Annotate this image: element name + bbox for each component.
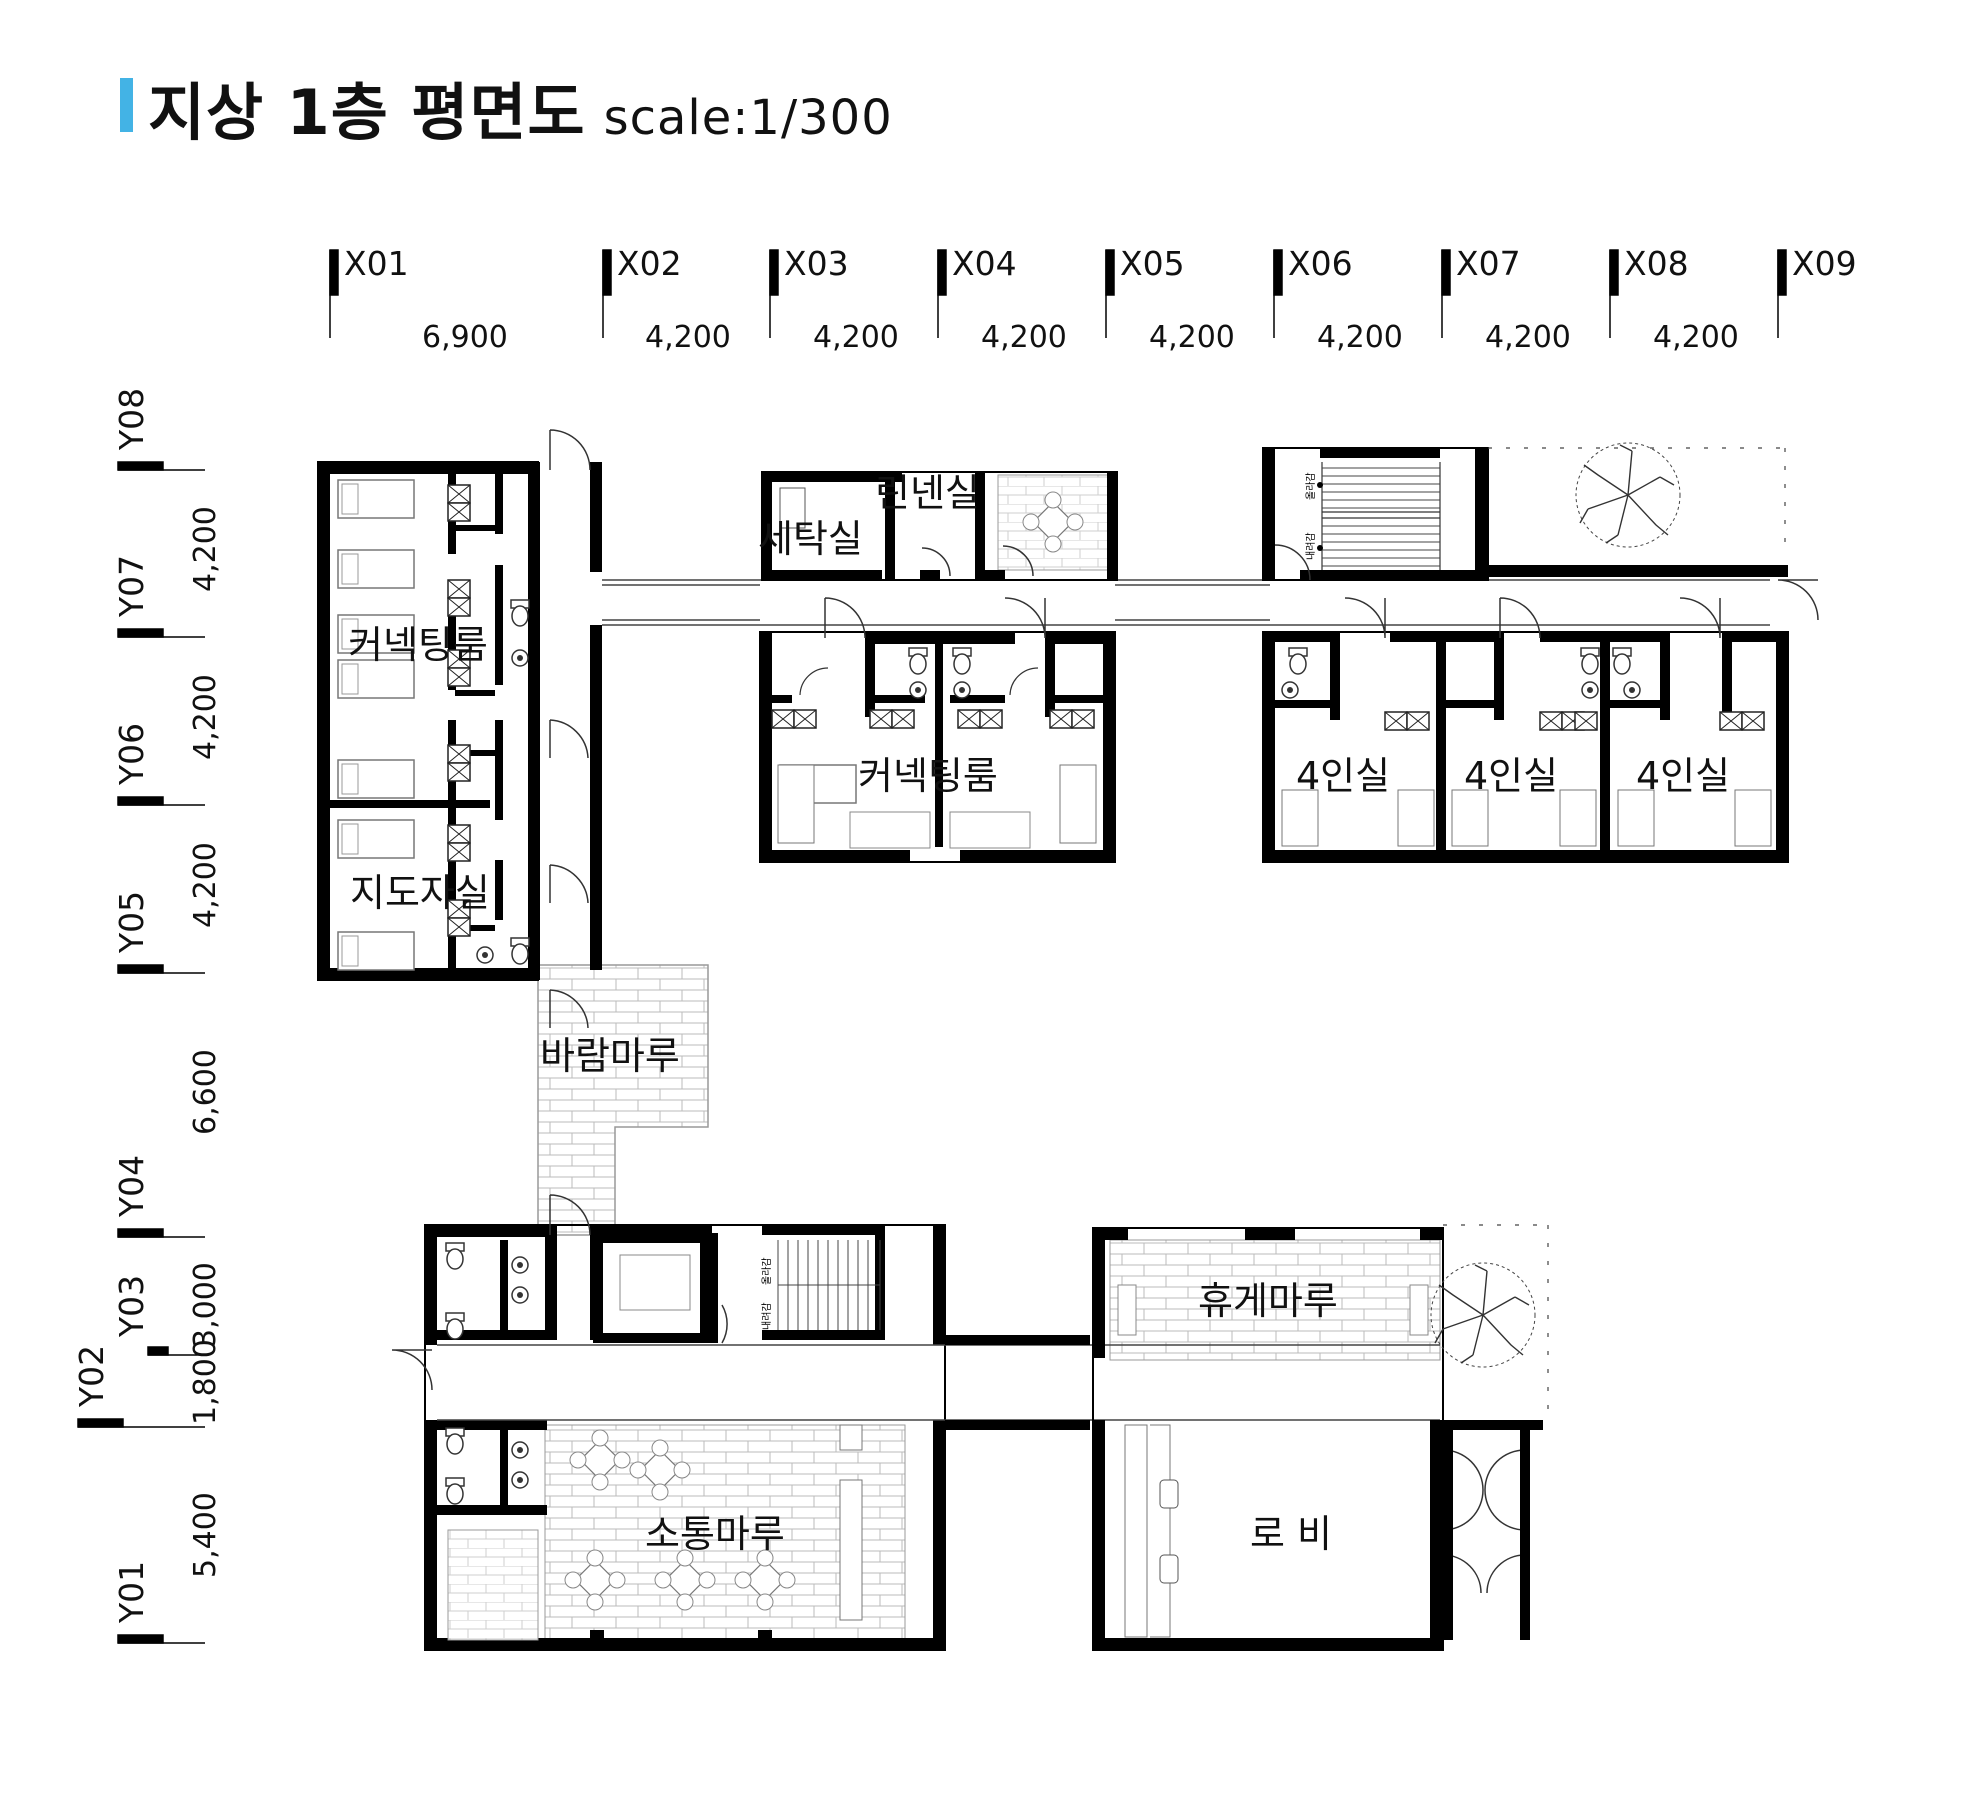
laundry-linen-block — [761, 471, 1118, 581]
grid-y-label: Y04 — [112, 1154, 151, 1217]
west-wing — [317, 429, 602, 1029]
stair-label-up-south: 올라감 — [761, 1257, 773, 1285]
center-connecting-block — [759, 597, 1116, 863]
grid-y-dimension: 6,600 — [188, 1049, 223, 1135]
lobby-block — [1092, 1224, 1549, 1651]
title-main: 지상 1층 평면도 — [148, 76, 586, 149]
grid-x-label: X01 — [344, 244, 409, 283]
grid-y-dimension: 4,200 — [188, 842, 223, 928]
title-scale: scale:1/300 — [603, 90, 893, 146]
title-accent-bar — [120, 78, 133, 132]
grid-y-dimension: 1,800 — [188, 1339, 223, 1425]
north-stair — [1262, 447, 1489, 581]
south-service-block — [391, 1194, 946, 1651]
room-label-linen: 린넨실 — [875, 471, 980, 515]
north-corridor — [602, 579, 1770, 626]
stair-label-up-north: 올라감 — [1305, 472, 1317, 500]
grid-x-dimension: 6,900 — [422, 320, 508, 355]
room-label-comm-deck: 소통마루 — [645, 1512, 785, 1556]
grid-x-label: X07 — [1456, 244, 1521, 283]
grid-x-dimension: 4,200 — [645, 320, 731, 355]
room-label-lobby: 로 비 — [1250, 1512, 1332, 1556]
room-label-instructor: 지도자실 — [350, 871, 490, 915]
stair-label-down-south: 내려감 — [761, 1302, 773, 1330]
grid-y-label: Y02 — [72, 1344, 111, 1407]
grid-x-dimension: 4,200 — [1485, 320, 1571, 355]
stair-label-down-north: 내려감 — [1305, 532, 1317, 560]
comm-deck-furniture — [447, 1424, 863, 1644]
room-label-connecting-center: 커넥팅룸 — [858, 754, 998, 798]
room-label-quad-2: 4인실 — [1464, 754, 1559, 798]
grid-x-dimension: 4,200 — [1653, 320, 1739, 355]
grid-x-dimension: 4,200 — [1149, 320, 1235, 355]
grid-x-ticks — [329, 249, 1787, 338]
grid-y-label: Y05 — [112, 890, 151, 953]
grid-y-dimension: 3,000 — [188, 1262, 223, 1348]
grid-y-label: Y08 — [112, 387, 151, 450]
grid-x-dimension: 4,200 — [1317, 320, 1403, 355]
room-label-quad-3: 4인실 — [1636, 754, 1731, 798]
grid-y-label: Y03 — [112, 1274, 151, 1337]
grid-y-label: Y01 — [112, 1560, 151, 1623]
room-label-laundry: 세탁실 — [758, 517, 863, 561]
grid-x-label: X09 — [1792, 244, 1857, 283]
grid-x-label: X04 — [952, 244, 1017, 283]
grid-x-label: X02 — [617, 244, 682, 283]
room-label-rest-deck: 휴게마루 — [1198, 1279, 1338, 1323]
rest-deck-paving — [1109, 1239, 1441, 1361]
grid-y-dimension: 4,200 — [188, 506, 223, 592]
grid-y-label: Y07 — [112, 554, 151, 617]
room-label-quad-1: 4인실 — [1296, 754, 1391, 798]
south-corridor — [437, 1335, 1440, 1430]
grid-y-dimension: 4,200 — [188, 674, 223, 760]
grid-x-dimension: 4,200 — [813, 320, 899, 355]
page-title: 지상 1층 평면도 scale:1/300 — [148, 62, 893, 152]
grid-y-label: Y06 — [112, 722, 151, 785]
grid-x-label: X05 — [1120, 244, 1185, 283]
grid-x-dimension: 4,200 — [981, 320, 1067, 355]
wind-deck-paving — [537, 964, 709, 1236]
room-label-connecting-west: 커넥팅룸 — [348, 623, 488, 667]
room-label-wind-deck: 바람마루 — [540, 1034, 680, 1078]
grid-x-label: X03 — [784, 244, 849, 283]
grid-x-label: X08 — [1624, 244, 1689, 283]
quad-rooms-block — [1262, 597, 1789, 863]
ne-terrace — [1488, 442, 1819, 621]
grid-y-dimension: 5,400 — [188, 1492, 223, 1578]
grid-x-label: X06 — [1288, 244, 1353, 283]
grid-y-ticks — [77, 461, 205, 1644]
